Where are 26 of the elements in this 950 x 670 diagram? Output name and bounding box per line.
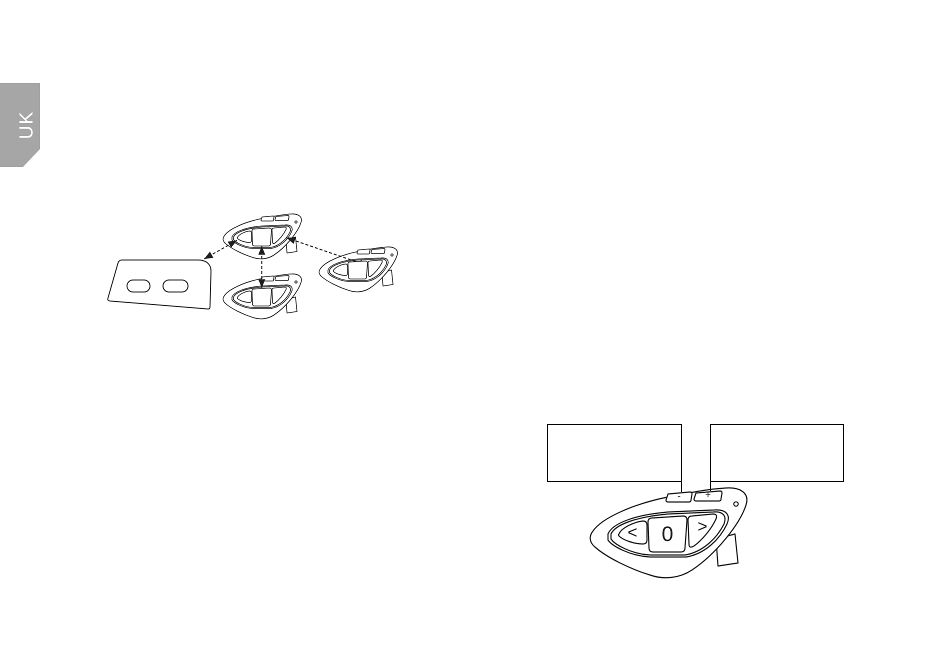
right-button — [272, 227, 286, 244]
center-button — [348, 261, 368, 279]
plus-button: + — [694, 491, 722, 501]
double-arrow — [204, 240, 238, 260]
minus-button: - — [666, 492, 692, 502]
language-tab — [0, 83, 40, 167]
intercom-drawing — [222, 212, 303, 260]
double-arrow — [258, 246, 266, 288]
left-button — [333, 264, 348, 275]
language-label: UK — [18, 110, 36, 140]
intercom-drawing — [318, 245, 399, 293]
left-button — [237, 290, 252, 302]
center-button — [252, 228, 272, 246]
card-drawing — [106, 259, 212, 310]
callout-box — [547, 424, 682, 482]
center-button — [252, 288, 272, 306]
center-button: 0 — [648, 516, 687, 552]
callout-box — [710, 424, 844, 482]
intercom-drawing — [222, 272, 303, 320]
right-button: > — [688, 514, 717, 547]
left-button — [237, 230, 252, 242]
left-button: < — [618, 521, 647, 544]
right-button — [368, 260, 382, 276]
leader-line — [681, 482, 682, 492]
right-button — [272, 287, 286, 304]
leader-line — [710, 482, 711, 492]
